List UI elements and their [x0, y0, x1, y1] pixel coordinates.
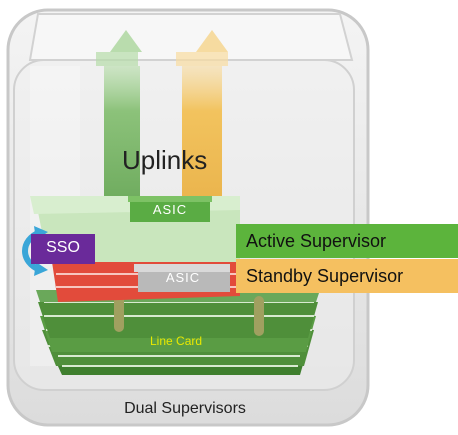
sso-badge: [22, 226, 95, 276]
chassis-caption: Dual Supervisors: [124, 400, 246, 417]
uplink-orange-arrow: [176, 30, 228, 216]
asic-standby-label: ASIC: [165, 270, 201, 285]
support-posts: [114, 292, 264, 336]
uplink-green-arrow: [96, 30, 142, 216]
line-card-stack: [36, 290, 320, 375]
standby-supervisor-board: [52, 262, 240, 302]
uplinks-label: Uplinks: [122, 145, 208, 175]
chassis-top: [28, 13, 354, 61]
asic-active-label: ASIC: [152, 202, 188, 217]
standby-supervisor-label: Standby Supervisor: [246, 266, 404, 286]
sso-label: SSO: [46, 239, 80, 256]
active-supervisor-board: [30, 196, 240, 262]
line-card-label: Line Card: [150, 334, 203, 348]
active-supervisor-label: Active Supervisor: [246, 231, 387, 251]
legend-active-swatch: [236, 224, 458, 258]
legend-standby-swatch: [236, 259, 458, 293]
